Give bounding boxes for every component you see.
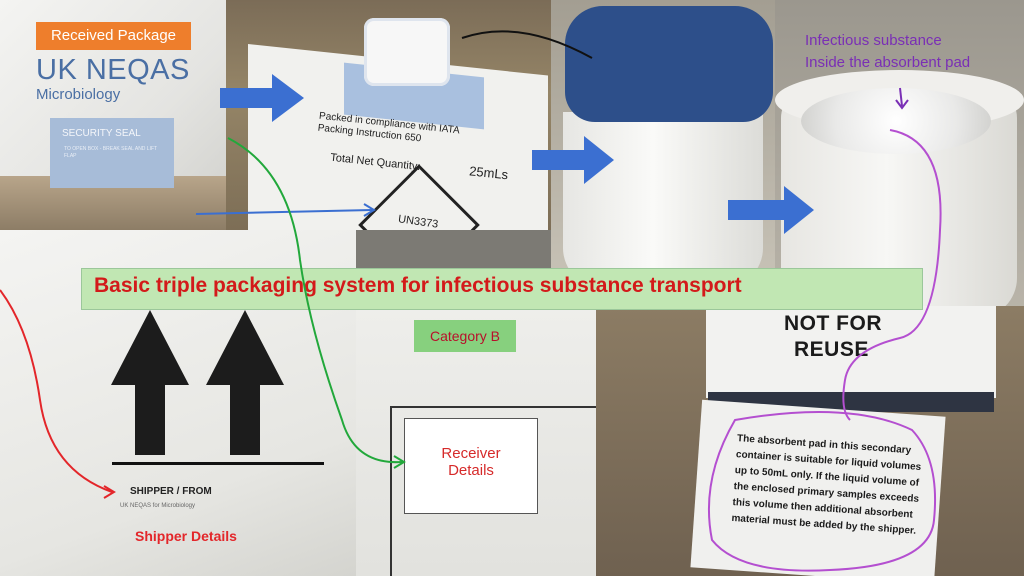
this-way-up-arrows-icon [111, 310, 284, 455]
not-for-line-2: REUSE [794, 338, 869, 361]
blue-flow-arrows [220, 74, 814, 234]
purple-outline-loop [707, 411, 937, 572]
red-pointer-line [0, 289, 113, 493]
blue-pointer-line [195, 209, 373, 215]
purple-connector-line [842, 129, 942, 421]
category-box-photo: Category B Receiver Details [356, 306, 596, 576]
seal-title: SECURITY SEAL [62, 128, 141, 139]
purple-pointer-head-icon [895, 99, 909, 110]
flow-arrow-icon [532, 136, 614, 184]
address-frame [390, 406, 596, 576]
receiver-details-box: Receiver Details [404, 418, 538, 514]
security-seal: SECURITY SEAL TO OPEN BOX - BREAK SEAL A… [50, 118, 174, 188]
received-package-photo: UK NEQAS Microbiology SECURITY SEAL TO O… [0, 0, 226, 230]
callout-line-1: Infectious substance [805, 32, 942, 49]
jar-lid [565, 6, 773, 122]
flow-arrow-icon [220, 74, 304, 122]
received-package-tag: Received Package [36, 22, 191, 50]
title-banner: Basic triple packaging system for infect… [81, 268, 923, 310]
seal-text: TO OPEN BOX - BREAK SEAL AND LIFT FLAP [64, 146, 157, 159]
blue-pointer-head-icon [363, 203, 376, 217]
shipper-org: UK NEQAS for Microbiology [120, 503, 196, 509]
black-pointer-line [461, 30, 593, 59]
not-for-line-1: NOT FOR [784, 312, 882, 335]
receiver-line-2: Details [448, 462, 494, 479]
divider-line [112, 462, 324, 465]
shipper-heading: SHIPPER / FROM [130, 486, 212, 497]
pouch-handle [364, 18, 450, 86]
green-pointer-line [227, 137, 403, 464]
absorbent-pad [801, 88, 991, 154]
purple-pointer-line [899, 87, 903, 107]
box-lid [706, 306, 996, 398]
title-text: Basic triple packaging system for infect… [94, 274, 742, 297]
category-badge: Category B [414, 320, 516, 352]
primary-jar-photo [551, 0, 775, 288]
not-for-reuse-photo: NOT FOR REUSE The absorbent pad in this … [596, 306, 1024, 576]
flow-arrow-icon [728, 186, 814, 234]
brand-logo-text: UK NEQAS [36, 54, 190, 86]
callout-line-2: Inside the absorbent pad [805, 54, 971, 71]
brand-subtitle: Microbiology [36, 86, 121, 103]
receiver-line-1: Receiver [441, 445, 501, 462]
shipper-details-label: Shipper Details [135, 528, 237, 544]
red-pointer-head-icon [103, 485, 116, 499]
green-pointer-head-icon [393, 455, 406, 469]
